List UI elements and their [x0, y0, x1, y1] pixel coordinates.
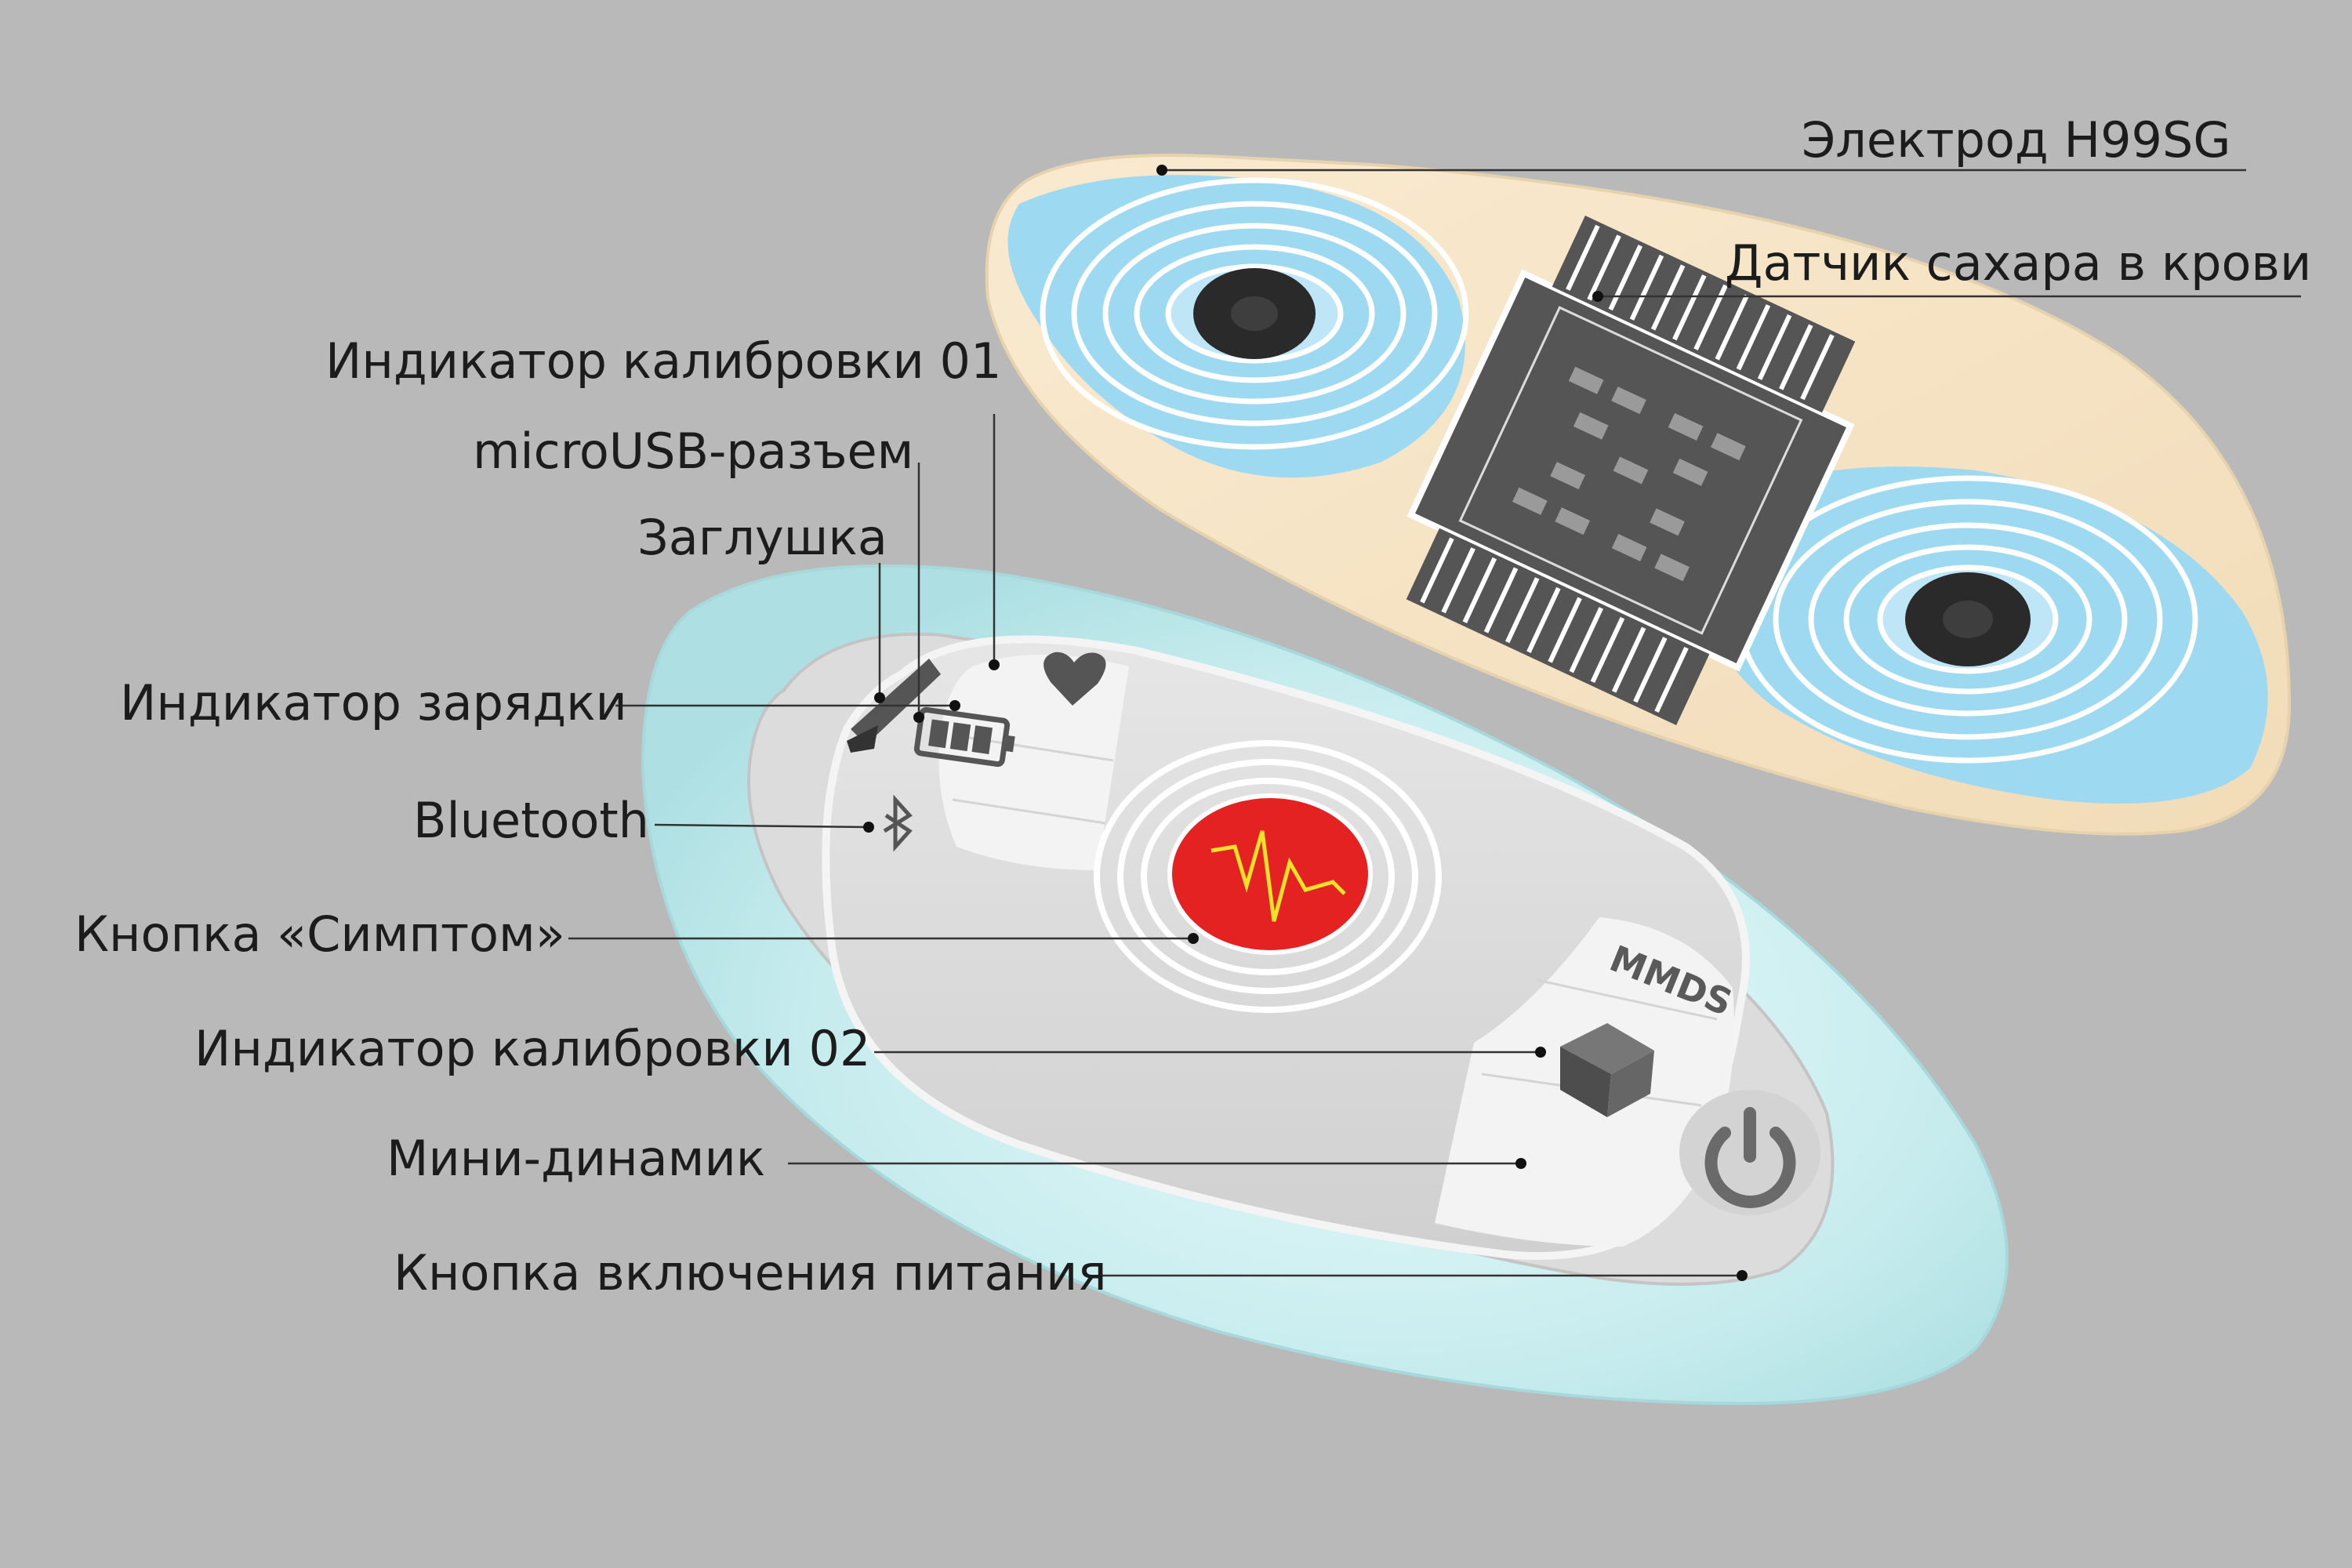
cube-icon	[1560, 1023, 1654, 1117]
leader-lines	[568, 165, 2301, 1281]
label-power-button: Кнопка включения питания	[394, 1244, 1107, 1301]
ecg-wave-icon	[1210, 830, 1346, 922]
label-plug: Заглушка	[637, 509, 887, 566]
label-symptom-button: Кнопка «Симптом»	[74, 906, 565, 963]
label-micro-usb: microUSB-разъем	[473, 423, 914, 480]
label-bluetooth: Bluetooth	[413, 792, 649, 849]
glucose-sensor-chip	[1406, 215, 1856, 726]
battery-icon	[913, 706, 1015, 768]
power-button[interactable]	[1679, 1090, 1820, 1215]
bluetooth-icon	[883, 794, 913, 852]
electrode-left	[1007, 175, 1469, 478]
symptom-button[interactable]	[1094, 740, 1442, 1013]
label-calibration-02: Индикатор калибровки 02	[194, 1020, 871, 1077]
label-mini-speaker: Мини-динамик	[387, 1130, 766, 1187]
label-calibration-01: Индикатор калибровки 01	[325, 332, 1002, 390]
electrode-pad	[985, 154, 2292, 836]
label-charge-indicator: Индикатор зарядки	[120, 674, 627, 731]
label-electrode: Электрод H99SG	[1802, 111, 2231, 169]
label-glucose-sensor: Датчик сахара в крови	[1725, 234, 2312, 292]
heart-icon	[1044, 652, 1106, 706]
